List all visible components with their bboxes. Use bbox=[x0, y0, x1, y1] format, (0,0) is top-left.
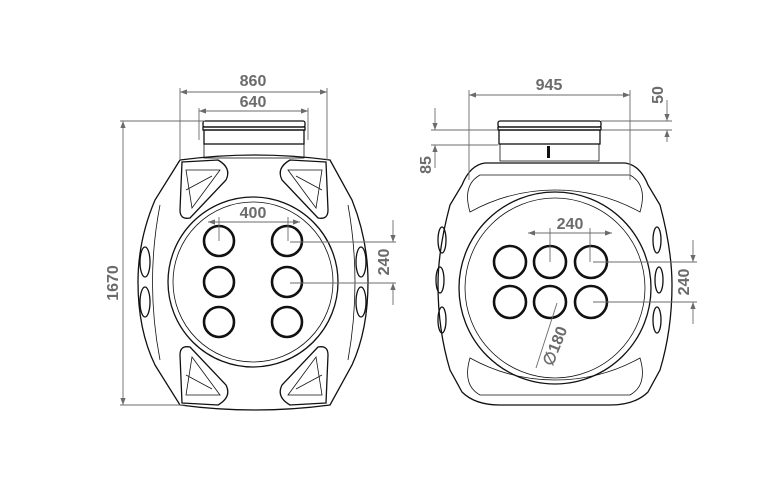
dim-label: 1670 bbox=[105, 265, 122, 301]
side-cap bbox=[497, 120, 602, 162]
dim-label: 945 bbox=[536, 77, 563, 94]
dim-945: 945 bbox=[468, 77, 631, 180]
dim-240-horizontal: 240 bbox=[528, 216, 612, 262]
dim-1670: 1670 bbox=[105, 120, 205, 406]
side-face-ring-inner bbox=[464, 197, 646, 379]
front-face-ring-inner bbox=[172, 201, 334, 363]
hole bbox=[492, 244, 528, 280]
side-view: 945 50 85 240 240 bbox=[418, 77, 697, 406]
side-handle-bottom bbox=[467, 357, 643, 396]
front-body-outline bbox=[137, 154, 369, 411]
side-body-outline bbox=[437, 162, 673, 406]
dim-label: 400 bbox=[240, 205, 267, 222]
front-view: 860 640 1670 400 240 bbox=[105, 73, 396, 411]
side-ports bbox=[435, 226, 664, 334]
dim-label: 240 bbox=[676, 269, 693, 296]
front-handle-bottom-left bbox=[179, 346, 229, 406]
front-handle-top-left bbox=[179, 159, 229, 219]
side-holes bbox=[492, 244, 609, 320]
hole bbox=[202, 305, 236, 339]
dim-640: 640 bbox=[198, 94, 309, 140]
dim-label: 240 bbox=[376, 249, 393, 276]
dim-label: 860 bbox=[240, 73, 267, 90]
dim-85: 85 bbox=[418, 108, 498, 174]
front-cap bbox=[202, 120, 306, 159]
side-handle-top bbox=[467, 174, 643, 213]
hole bbox=[270, 305, 304, 339]
front-body-edge-left bbox=[152, 204, 161, 361]
front-handle-bottom-right bbox=[279, 346, 329, 406]
dim-label: 85 bbox=[418, 156, 435, 174]
dim-400: 400 bbox=[208, 205, 300, 241]
side-face-ring-outer bbox=[458, 191, 652, 385]
front-handle-top-right bbox=[279, 159, 329, 219]
dim-label: 240 bbox=[557, 216, 584, 233]
hole bbox=[270, 265, 304, 299]
dim-label: ∅180 bbox=[540, 324, 571, 368]
dim-label: 640 bbox=[240, 94, 267, 111]
front-side-ports bbox=[139, 246, 367, 318]
front-holes bbox=[202, 224, 304, 339]
hole bbox=[270, 224, 304, 258]
dim-240-front: 240 bbox=[290, 220, 396, 305]
dim-label: 50 bbox=[650, 86, 667, 104]
front-body-edge-right bbox=[347, 204, 356, 361]
hole bbox=[532, 284, 568, 320]
front-face-ring-outer bbox=[167, 196, 339, 368]
hole bbox=[202, 265, 236, 299]
dim-240-vertical: 240 bbox=[593, 240, 697, 324]
hole bbox=[492, 284, 528, 320]
dim-50: 50 bbox=[601, 86, 672, 142]
dim-860: 860 bbox=[179, 73, 328, 160]
